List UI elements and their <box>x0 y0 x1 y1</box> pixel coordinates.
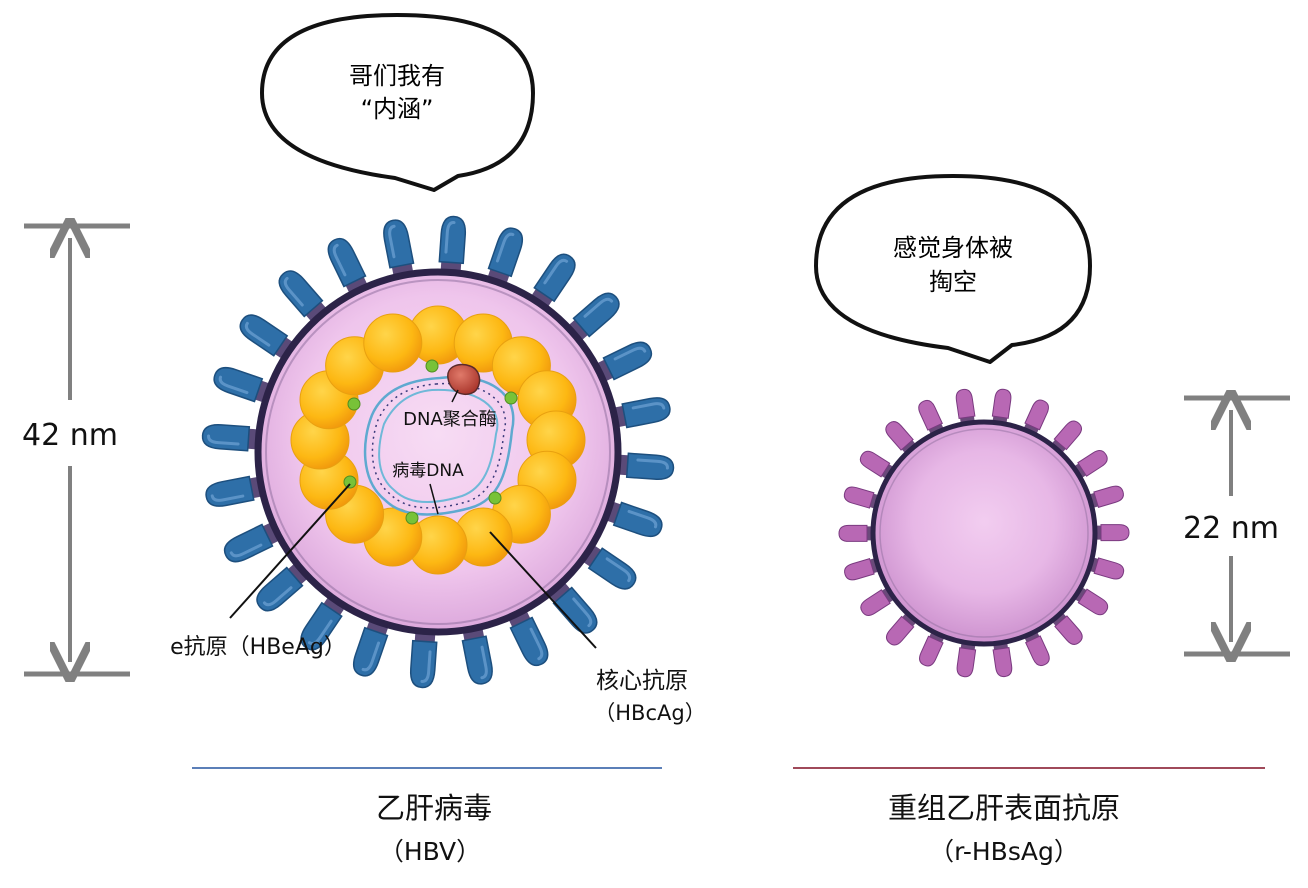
dna-polymerase-blob <box>447 363 481 396</box>
viral-dna-pointer <box>429 483 439 515</box>
hbv-bubble-line2: “内涵” <box>361 95 434 123</box>
polymerase-pointer <box>451 389 459 403</box>
hbv-particle: DNA聚合酶 病毒DNA <box>201 215 675 689</box>
rhbsag-envelope <box>870 419 1098 647</box>
core-antigen-label-line1: 核心抗原 <box>596 668 688 694</box>
dna-polymerase-label: DNA聚合酶 <box>403 409 497 430</box>
e-antigen-dots <box>343 359 518 525</box>
rhbsag-spike <box>956 638 977 678</box>
rhbsag-spike <box>1085 485 1124 509</box>
core-antigen-callout-line <box>489 531 597 649</box>
hbv-title: 乙肝病毒 <box>376 791 492 825</box>
rhbsag-particle <box>838 388 1130 678</box>
hbv-size-ruler: 42 nm <box>22 226 130 674</box>
viral-dna-label: 病毒DNA <box>392 461 464 481</box>
e-antigen-dot <box>488 491 502 505</box>
rhbsag-bubble-line2: 掏空 <box>929 268 977 296</box>
e-antigen-callout-line <box>229 483 351 619</box>
rhbsag-bubble-line1: 感觉身体被 <box>893 234 1013 262</box>
e-antigen-dot <box>343 475 357 489</box>
hbv-bubble-line1: 哥们我有 <box>349 62 445 90</box>
core-antigen-sphere <box>363 313 423 373</box>
e-antigen-dot <box>425 359 439 373</box>
rhbsag-size-ruler: 22 nm <box>1183 398 1290 654</box>
hbv-spike <box>485 227 524 292</box>
e-antigen-dot <box>504 391 518 405</box>
rhbsag-title-abbrev: （r-HBsAg） <box>929 837 1079 866</box>
hbv-size-label: 42 nm <box>22 418 118 453</box>
e-antigen-label: e抗原（HBeAg） <box>170 635 346 660</box>
hbv-title-abbrev: （HBV） <box>379 837 481 866</box>
rhbsag-title: 重组乙肝表面抗原 <box>888 791 1120 825</box>
rhbsag-speech-bubble: 感觉身体被 掏空 <box>814 174 1092 364</box>
hbv-speech-bubble: 哥们我有 “内涵” <box>260 13 535 192</box>
hbv-core-antigen-ring <box>290 305 586 575</box>
core-antigen-label-line2: （HBcAg） <box>594 701 705 725</box>
hbv-spike <box>205 475 271 507</box>
rhbsag-size-label: 22 nm <box>1183 511 1279 546</box>
e-antigen-dot <box>405 511 419 525</box>
e-antigen-dot <box>347 397 361 411</box>
